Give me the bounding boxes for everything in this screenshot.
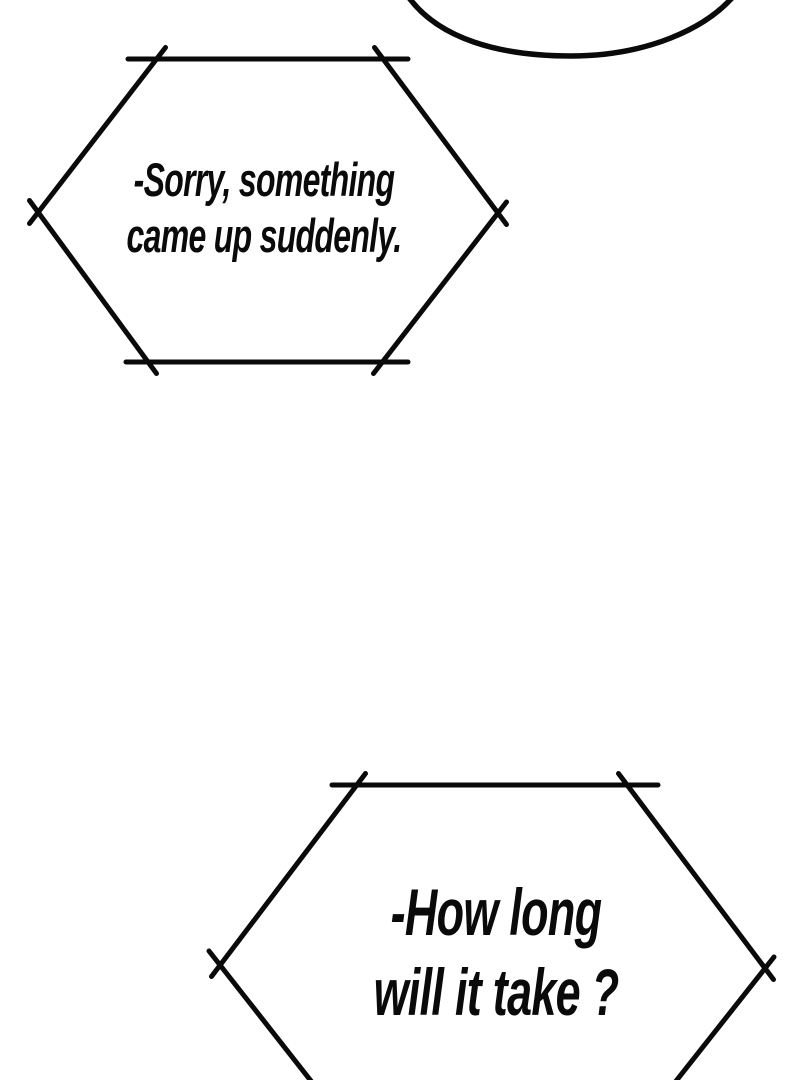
speech-line: -Sorry, something (133, 153, 395, 206)
round-bubble-arc (407, 0, 734, 59)
speech-line: -How long (390, 875, 602, 949)
speech-line: came up suddenly. (126, 209, 403, 262)
hexagon-bubble-sorry (27, 45, 509, 376)
speech-text-how-long: -How long will it take ? (373, 872, 620, 1032)
hexagon-bubble-how-long (206, 771, 777, 1080)
speech-text-sorry: -Sorry, something came up suddenly. (126, 152, 403, 264)
speech-line: will it take ? (373, 955, 620, 1029)
